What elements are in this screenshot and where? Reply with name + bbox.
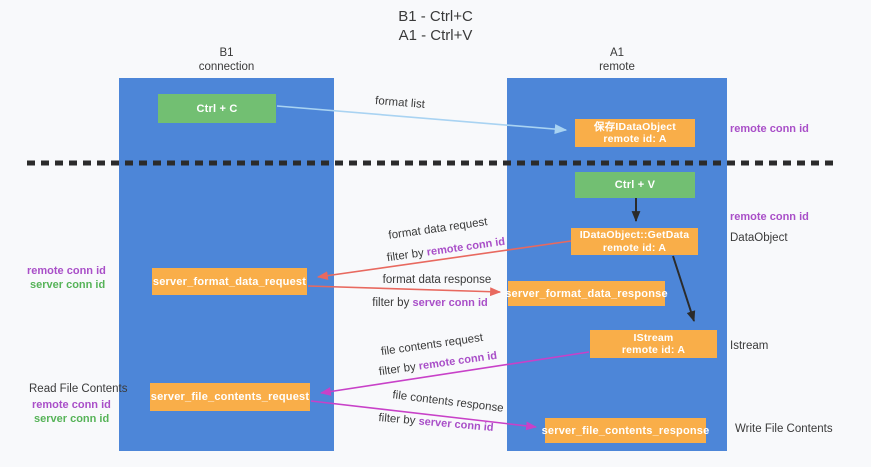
server-file-contents-response-box: server_file_contents_response [542,418,709,443]
getdata-line1: IDataObject::GetData [579,229,690,241]
istream-line2: remote id: A [621,344,686,356]
istream-annotation: Istream [730,340,769,352]
server-file-contents-request-label: server_file_contents_request [150,391,310,403]
server-format-data-request-box: server_format_data_request [152,268,307,295]
remote-conn-id-annotation-mid: remote conn id [730,211,809,223]
format-data-response-arrow [307,285,502,297]
column-b1-name: B1 [219,47,234,59]
remote-conn-id-annotation-left: remote conn id [27,265,106,277]
idataobject-getdata-box: IDataObject::GetData remote id: A [571,228,698,255]
save-idataobject-line1: 保存IDataObject [594,120,676,133]
ctrl-v-label: Ctrl + V [614,179,656,191]
dataobject-annotation: DataObject [730,232,788,244]
column-header-b1: B1 connection [119,47,334,74]
format-data-request-arrow [316,240,572,280]
remote-conn-id-annotation-top: remote conn id [730,123,809,135]
server-file-contents-request-box: server_file_contents_request [150,383,310,411]
format-data-response-filter-label: filter by server conn id [350,297,510,309]
title-line-2: A1 - Ctrl+V [398,27,473,44]
server-format-data-response-label: server_format_data_response [505,287,668,300]
file-contents-response-arrow [310,400,538,431]
format-data-response-label: format data response [382,274,492,286]
format-list-arrow [276,105,568,135]
server-format-data-response-box: server_format_data_response [505,281,668,306]
server-conn-id-annotation-bottom-left: server conn id [34,413,110,425]
read-file-contents-annotation: Read File Contents [29,383,128,395]
diagram-title: B1 - Ctrl+C A1 - Ctrl+V [0,7,871,45]
filter-by-text: filter by [372,297,413,309]
server-conn-id-text: server conn id [412,297,488,309]
ctrl-c-label: Ctrl + C [196,102,238,115]
server-conn-id-annotation-left: server conn id [30,279,106,291]
column-header-a1: A1 remote [507,47,727,74]
ctrl-c-box: Ctrl + C [158,94,276,123]
istream-line1: IStream [633,331,674,344]
column-b1-subtitle: connection [198,60,255,73]
getdata-line2: remote id: A [602,241,667,254]
ctrl-v-box: Ctrl + V [575,172,695,198]
server-format-data-request-label: server_format_data_request [152,275,307,288]
title-line-1: B1 - Ctrl+C [398,8,473,25]
write-file-contents-annotation: Write File Contents [735,423,833,435]
server-file-contents-response-label: server_file_contents_response [541,424,710,437]
remote-conn-id-annotation-bottom-left: remote conn id [32,399,111,411]
getdata-to-istream-arrow [672,255,696,323]
istream-box: IStream remote id: A [590,330,717,358]
save-idataobject-line2: remote id: A [603,133,667,145]
save-idataobject-box: 保存IDataObject remote id: A [575,119,695,147]
column-a1-name: A1 [609,47,625,59]
column-a1-subtitle: remote [599,60,635,73]
file-contents-request-arrow [319,351,590,396]
